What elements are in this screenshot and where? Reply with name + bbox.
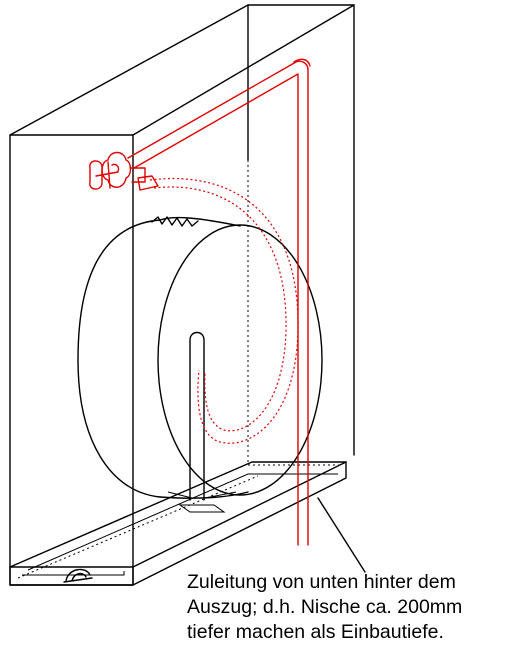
installation-note-line-2: Auszug; d.h. Nische ca. 200mm <box>187 596 463 618</box>
hose-line <box>149 177 299 444</box>
supply-pipe-inner <box>133 73 299 546</box>
drum-hub-base <box>178 504 226 513</box>
cabinet-top-face <box>9 4 355 136</box>
cabinet-front-panel <box>9 134 134 586</box>
drum-back-disc <box>77 219 161 498</box>
drum-hub-bracket <box>167 491 237 499</box>
hose-reel-drum <box>77 216 323 513</box>
drum-hose-coil <box>151 216 199 227</box>
installation-note-line-3: tiefer machen als Einbautiefe. <box>187 621 444 643</box>
drawer-base-right <box>132 461 347 586</box>
installation-note: Zuleitung von unten hinter dem Auszug; d… <box>187 570 522 645</box>
drawer-base-inner <box>22 571 125 576</box>
supply-pipe <box>127 58 311 546</box>
pull-out-drawer <box>9 461 347 586</box>
hose-inner <box>153 186 287 432</box>
drum-bottom-edge <box>159 491 249 499</box>
valve-handle-icon <box>89 151 159 191</box>
supply-pipe-outer <box>127 60 309 546</box>
drawer-hidden-edge <box>17 475 259 579</box>
drawer-handle-icon <box>63 568 93 583</box>
drum-top-edge <box>159 216 241 227</box>
caption-leader-line <box>317 497 366 573</box>
installation-note-line-1: Zuleitung von unten hinter dem <box>187 571 456 593</box>
hose-outer <box>149 177 299 444</box>
drawer-base-top <box>9 461 347 568</box>
supply-pipe-elbow <box>293 58 311 67</box>
hidden-back-corner <box>247 160 342 466</box>
drum-front-disc <box>157 224 323 496</box>
drum-hub-pipe <box>189 331 205 501</box>
